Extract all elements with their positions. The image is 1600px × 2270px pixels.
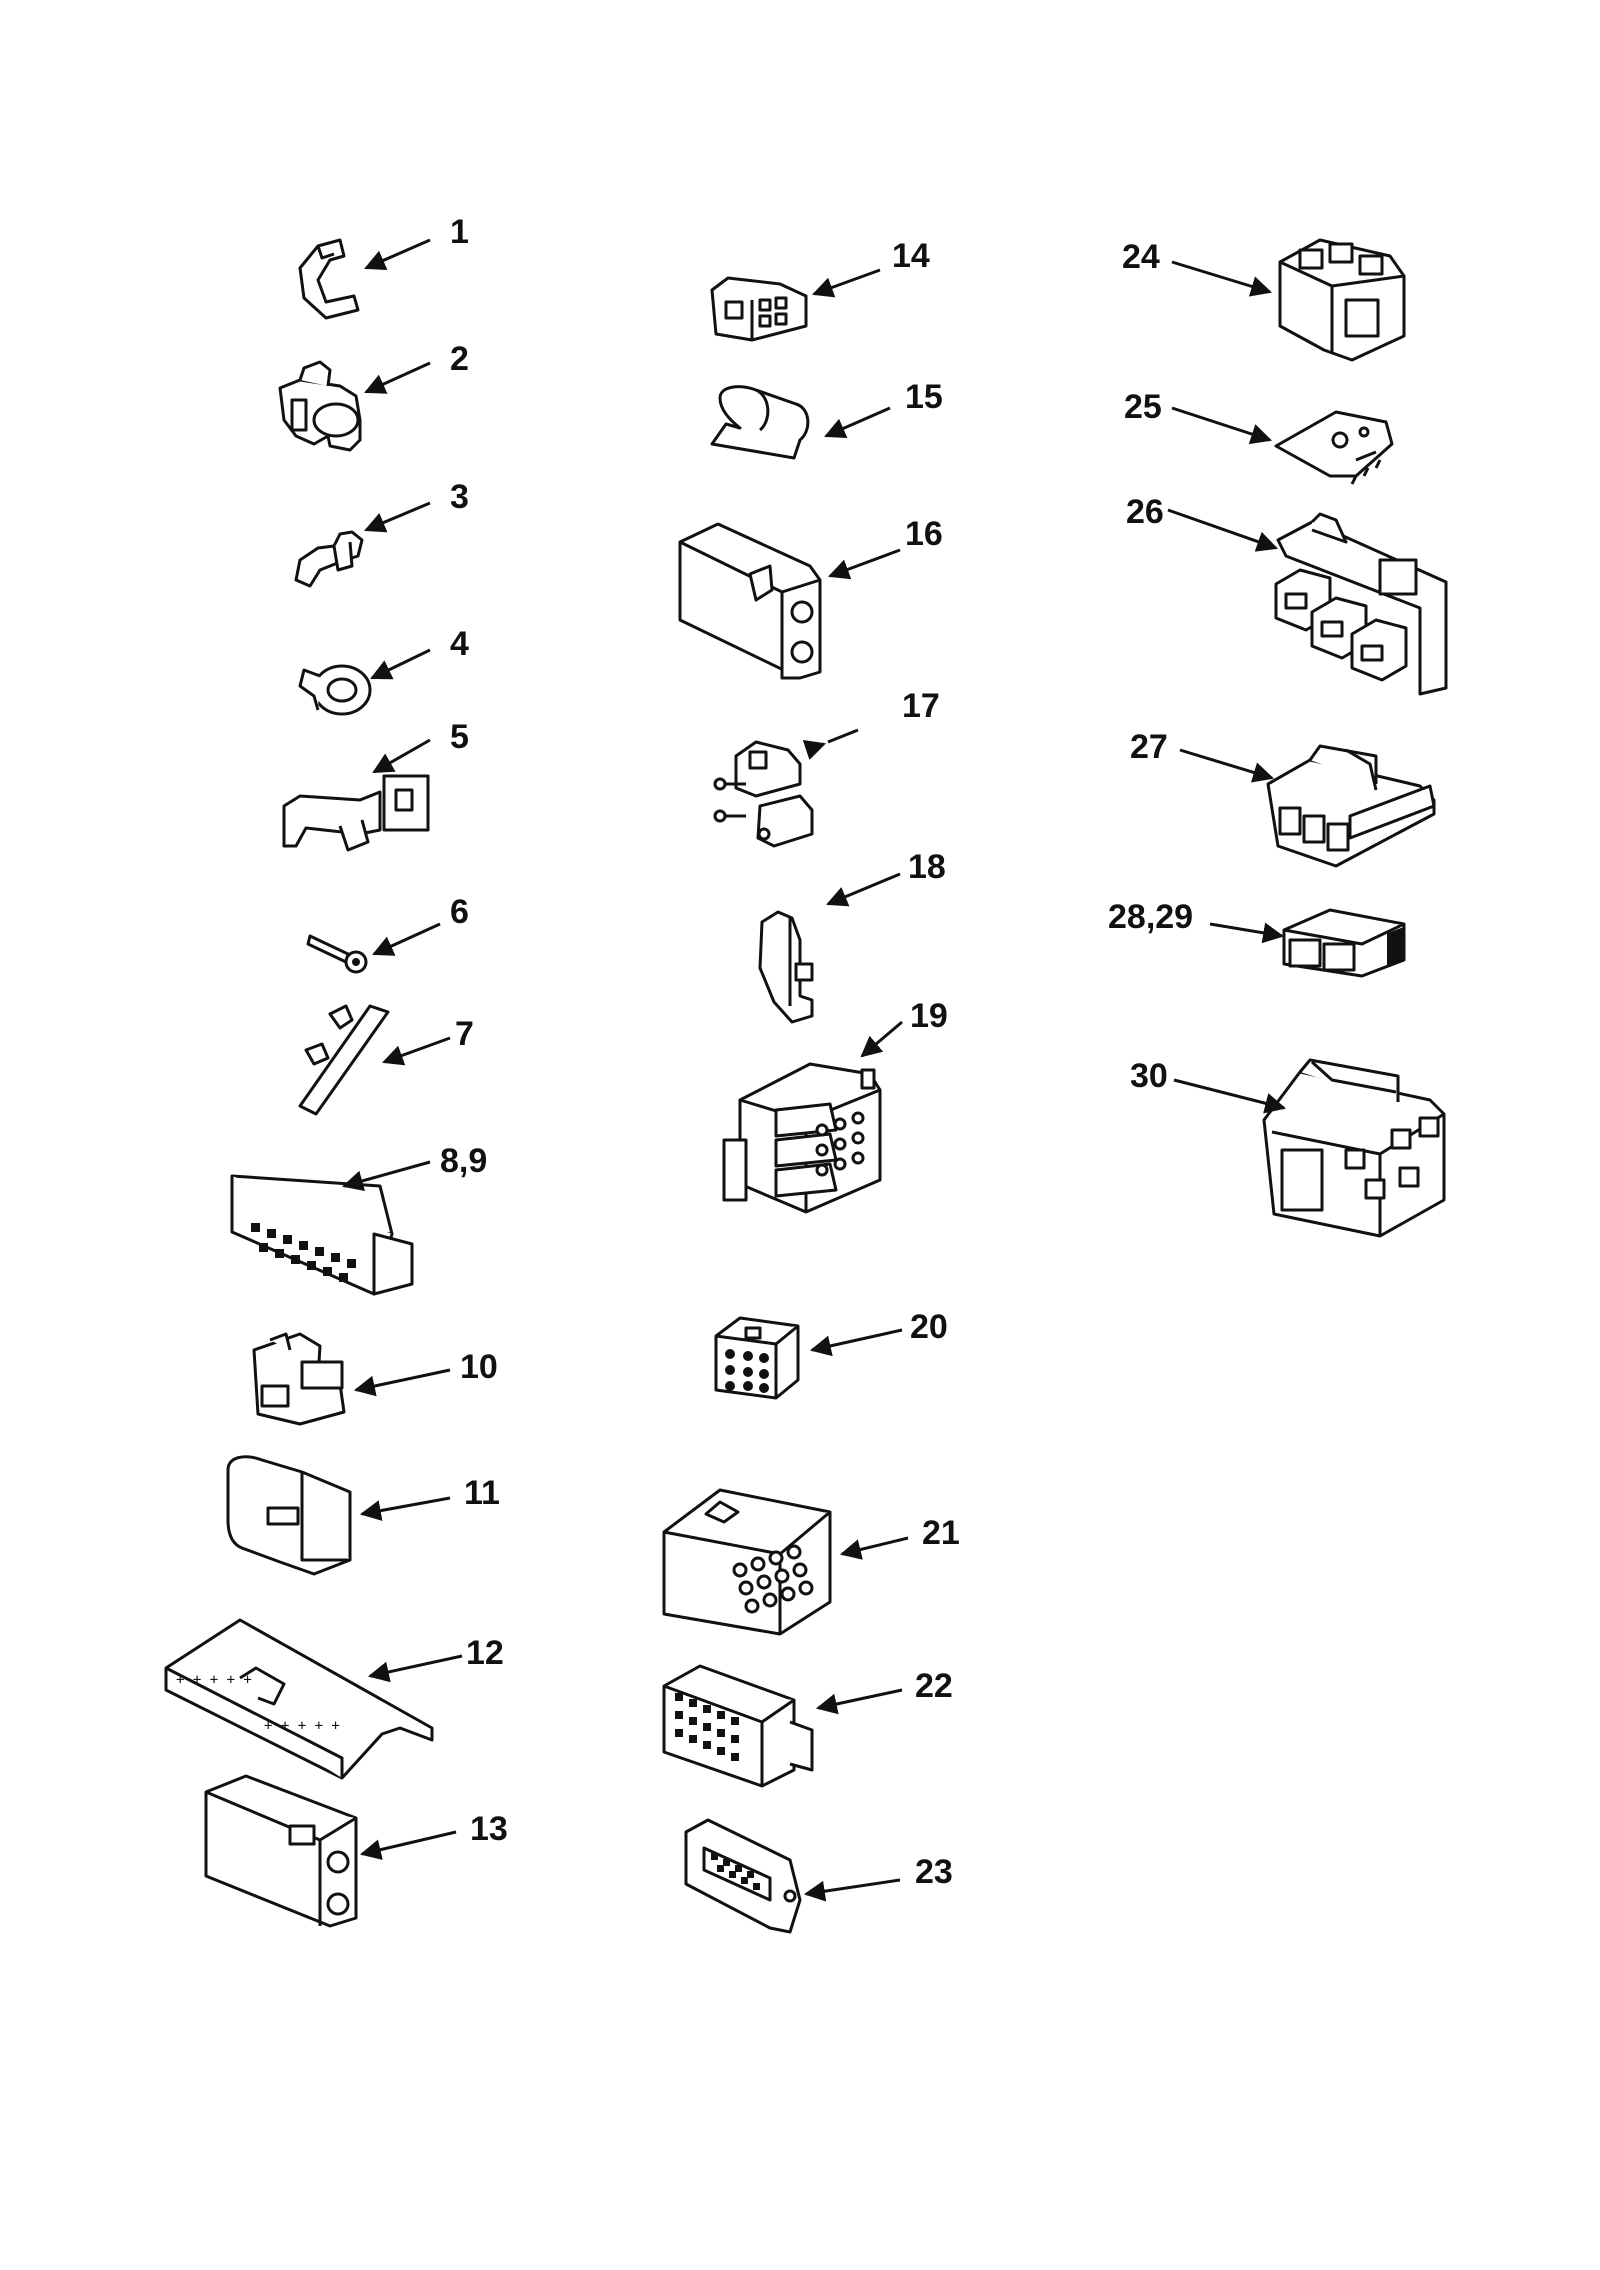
clip-icon xyxy=(294,530,364,588)
callout-26: 26 xyxy=(1126,493,1164,531)
pin-holes xyxy=(815,1111,865,1177)
relay-board-icon xyxy=(1274,512,1448,696)
retainer-icon xyxy=(298,1004,390,1116)
ring-clip-icon xyxy=(298,664,372,716)
screw-icon xyxy=(306,934,368,974)
part-20: 20 xyxy=(714,1308,948,1400)
callout-19: 19 xyxy=(910,997,948,1035)
callout-25: 25 xyxy=(1124,388,1162,426)
callout-15: 15 xyxy=(905,378,943,416)
pin-holes xyxy=(251,1223,356,1282)
callout-12: 12 xyxy=(466,1634,504,1672)
callout-23: 23 xyxy=(915,1853,953,1891)
connector-icon xyxy=(204,1774,358,1928)
d-sub-connector-icon xyxy=(684,1818,802,1934)
part-14: 14 xyxy=(710,237,930,342)
part-11: 11 xyxy=(226,1455,500,1576)
part-23: 23 xyxy=(684,1818,953,1934)
callout-28-29: 28,29 xyxy=(1108,898,1193,936)
callout-17: 17 xyxy=(902,687,940,725)
terminal-strip-icon: + + + + + + + + + + xyxy=(164,1618,434,1780)
callout-16: 16 xyxy=(905,515,943,553)
terminal-marks: + + + + + xyxy=(264,1718,340,1734)
connector-icon xyxy=(252,1332,346,1426)
connector-icon xyxy=(226,1455,352,1576)
connector-icon xyxy=(710,276,808,342)
callout-5: 5 xyxy=(450,718,469,756)
callout-11: 11 xyxy=(464,1474,500,1512)
connector-housing-icon xyxy=(1266,744,1436,868)
circuit-board-icon xyxy=(1274,410,1394,485)
part-26: 26 xyxy=(1126,493,1448,696)
part-4: 4 xyxy=(298,625,469,716)
clip-icon xyxy=(758,910,814,1024)
part-25: 25 xyxy=(1124,388,1394,485)
pin-holes xyxy=(725,1349,769,1393)
callout-18: 18 xyxy=(908,848,946,886)
pin-holes xyxy=(732,1544,814,1614)
part-1: 1 xyxy=(298,213,469,320)
part-21: 21 xyxy=(662,1488,960,1636)
connector-housing-icon xyxy=(230,1174,414,1296)
sleeve-icon xyxy=(710,385,810,460)
connector-icon xyxy=(678,522,822,680)
part-19: 19 xyxy=(722,997,948,1214)
part-13: 13 xyxy=(204,1774,508,1928)
callout-4: 4 xyxy=(450,625,469,663)
part-30: 30 xyxy=(1130,1057,1446,1238)
callout-1: 1 xyxy=(450,213,469,251)
part-22: 22 xyxy=(662,1664,953,1788)
part-15: 15 xyxy=(710,378,943,460)
part-12: + + + + + + + + + + 12 xyxy=(164,1618,504,1780)
callout-22: 22 xyxy=(915,1667,953,1705)
part-6: 6 xyxy=(306,893,469,974)
callout-8-9: 8,9 xyxy=(440,1142,487,1180)
pin-holes xyxy=(711,1853,760,1890)
connector-housing-icon xyxy=(662,1488,832,1636)
part-24: 24 xyxy=(1122,238,1406,362)
part-17: 17 xyxy=(713,687,940,848)
part-10: 10 xyxy=(252,1332,498,1426)
connector-icon xyxy=(1282,908,1406,978)
connector-housing-icon xyxy=(1262,1058,1446,1238)
cable-clamp-icon xyxy=(282,774,430,852)
terminal-block-icon xyxy=(713,740,814,848)
part-18: 18 xyxy=(758,848,946,1024)
callout-2: 2 xyxy=(450,340,469,378)
callout-14: 14 xyxy=(892,237,930,275)
part-8-9: 8,9 xyxy=(230,1142,487,1296)
callout-13: 13 xyxy=(470,1810,508,1848)
part-7: 7 xyxy=(298,1004,474,1116)
part-16: 16 xyxy=(678,515,943,680)
part-27: 27 xyxy=(1130,728,1436,868)
pin-holes xyxy=(675,1693,739,1761)
terminal-sockets xyxy=(1344,1116,1440,1200)
connector-icon xyxy=(714,1316,800,1400)
callout-30: 30 xyxy=(1130,1057,1168,1095)
callout-24: 24 xyxy=(1122,238,1160,276)
callout-21: 21 xyxy=(922,1514,960,1552)
clip-icon xyxy=(298,238,360,320)
terminal-marks: + + + + + xyxy=(176,1672,252,1688)
clamp-icon xyxy=(278,360,362,452)
connector-housing-icon xyxy=(1278,238,1406,362)
callout-20: 20 xyxy=(910,1308,948,1346)
callout-27: 27 xyxy=(1130,728,1168,766)
callout-6: 6 xyxy=(450,893,469,931)
callout-3: 3 xyxy=(450,478,469,516)
connector-housing-icon xyxy=(662,1664,814,1788)
connector-housing-icon xyxy=(722,1062,882,1214)
part-3: 3 xyxy=(294,478,469,588)
callout-7: 7 xyxy=(455,1015,474,1053)
callout-10: 10 xyxy=(460,1348,498,1386)
part-2: 2 xyxy=(278,340,469,452)
part-28-29: 28,29 xyxy=(1108,898,1406,978)
part-5: 5 xyxy=(282,718,469,852)
